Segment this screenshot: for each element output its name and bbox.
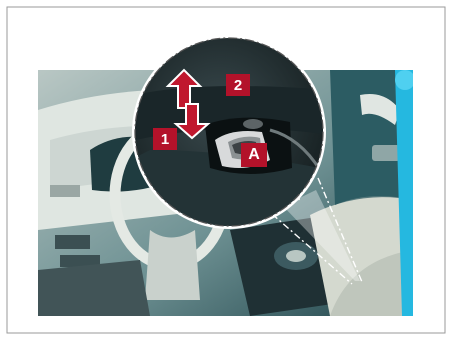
callout-1-label: 1 xyxy=(161,131,169,148)
callout-2-label: 2 xyxy=(234,77,242,94)
callout-2: 2 xyxy=(226,74,250,96)
callout-a: A xyxy=(241,143,267,167)
callout-a-label: A xyxy=(248,146,260,164)
callout-1: 1 xyxy=(153,128,177,150)
